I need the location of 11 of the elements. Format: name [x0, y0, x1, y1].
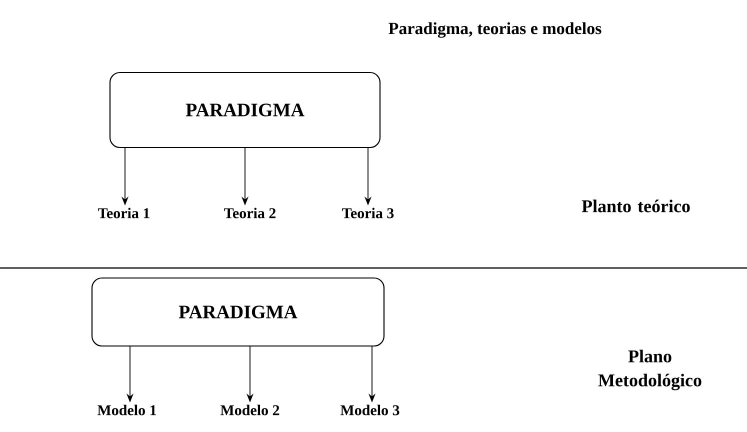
plane-label: Planto teórico [582, 200, 690, 212]
item-text: Modelo 1 [97, 404, 156, 416]
item-text: Modelo 3 [340, 404, 400, 416]
item-text: Teoria 2 [224, 208, 276, 218]
plane-label: Plano Metodológico [598, 350, 702, 390]
item-text: Teoria 1 [98, 208, 150, 218]
item-text: Teoria 3 [342, 208, 394, 218]
paradigm-box: PARADIGMA [109, 72, 381, 148]
title: Paradigma, teorias e modelos [388, 22, 602, 38]
item-text: Modelo 2 [220, 404, 280, 416]
paradigm-box: PARADIGMA [91, 277, 385, 347]
